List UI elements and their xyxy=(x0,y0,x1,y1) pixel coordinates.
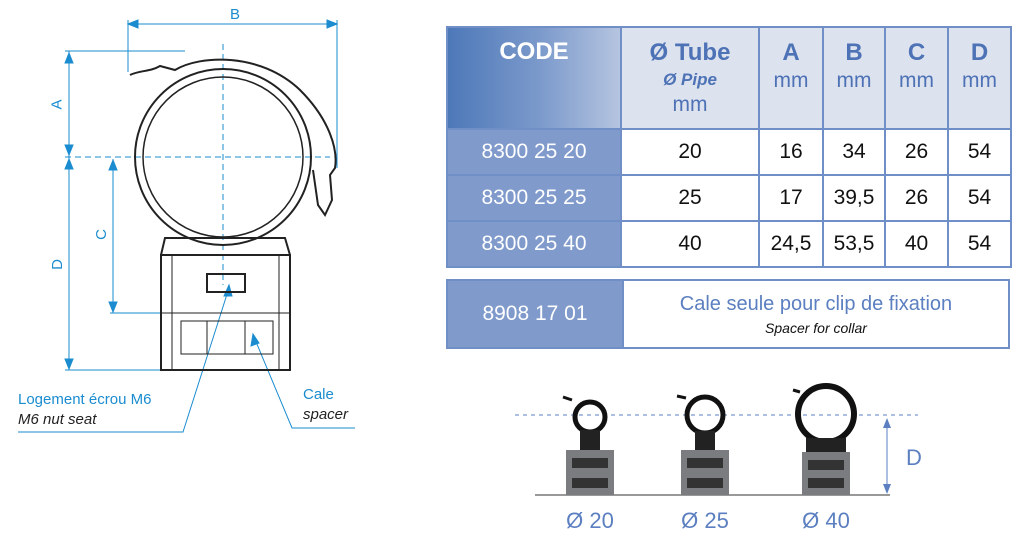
cell-b: 53,5 xyxy=(822,220,886,268)
header-pipe-label: Ø Pipe xyxy=(663,70,717,89)
cell-d: 54 xyxy=(947,174,1012,222)
nut-seat-label-en: M6 nut seat xyxy=(18,411,97,428)
cell-d: 54 xyxy=(947,128,1012,176)
size-label-25: Ø 25 xyxy=(681,508,729,533)
cell-code: 8300 25 20 xyxy=(446,128,622,176)
cell-a: 17 xyxy=(758,174,824,222)
spacer-description-en: Spacer for collar xyxy=(765,319,867,336)
table-row: 8300 25 20 20 16 34 26 54 xyxy=(446,128,1012,176)
dimension-b-label: B xyxy=(230,6,241,23)
cell-c: 26 xyxy=(884,128,949,176)
size-label-40: Ø 40 xyxy=(802,508,850,533)
spacer-row: 8908 17 01 Cale seule pour clip de fixat… xyxy=(446,279,1010,349)
size-label-20: Ø 20 xyxy=(566,508,614,533)
table-row: 8300 25 40 40 24,5 53,5 40 54 xyxy=(446,220,1012,268)
clip-25 xyxy=(676,394,729,495)
dimension-d-label: D xyxy=(48,259,66,270)
cell-c: 40 xyxy=(884,220,949,268)
clip-40 xyxy=(792,383,857,495)
header-code: CODE xyxy=(446,26,622,130)
table-row: 8300 25 25 25 17 39,5 26 54 xyxy=(446,174,1012,222)
cell-tube: 20 xyxy=(620,128,760,176)
size-comparison-illustration xyxy=(515,383,918,496)
collar-outline xyxy=(129,58,337,371)
cell-d: 54 xyxy=(947,220,1012,268)
clip-20 xyxy=(562,395,614,495)
header-tube-label: Ø Tube xyxy=(649,39,731,66)
spacer-label-fr: Cale xyxy=(303,386,334,403)
spacer-description: Cale seule pour clip de fixation Spacer … xyxy=(624,281,1008,347)
cell-b: 39,5 xyxy=(822,174,886,222)
cell-a: 24,5 xyxy=(758,220,824,268)
cell-tube: 40 xyxy=(620,220,760,268)
cell-code: 8300 25 25 xyxy=(446,174,622,222)
dimension-a-label: A xyxy=(48,99,66,110)
cell-a: 16 xyxy=(758,128,824,176)
size-d-label: D xyxy=(906,445,922,470)
dimension-c-label: C xyxy=(92,229,110,240)
header-tube: Ø Tube Ø Pipe mm xyxy=(620,26,760,130)
header-tube-unit: mm xyxy=(672,93,708,116)
cell-tube: 25 xyxy=(620,174,760,222)
collar-technical-drawing xyxy=(18,19,355,433)
spacer-code: 8908 17 01 xyxy=(448,281,624,347)
spacer-label-en: spacer xyxy=(303,406,349,423)
cell-code: 8300 25 40 xyxy=(446,220,622,268)
spacer-description-fr: Cale seule pour clip de fixation xyxy=(679,292,953,315)
nut-seat-label-fr: Logement écrou M6 xyxy=(18,391,152,408)
cell-b: 34 xyxy=(822,128,886,176)
cell-c: 26 xyxy=(884,174,949,222)
